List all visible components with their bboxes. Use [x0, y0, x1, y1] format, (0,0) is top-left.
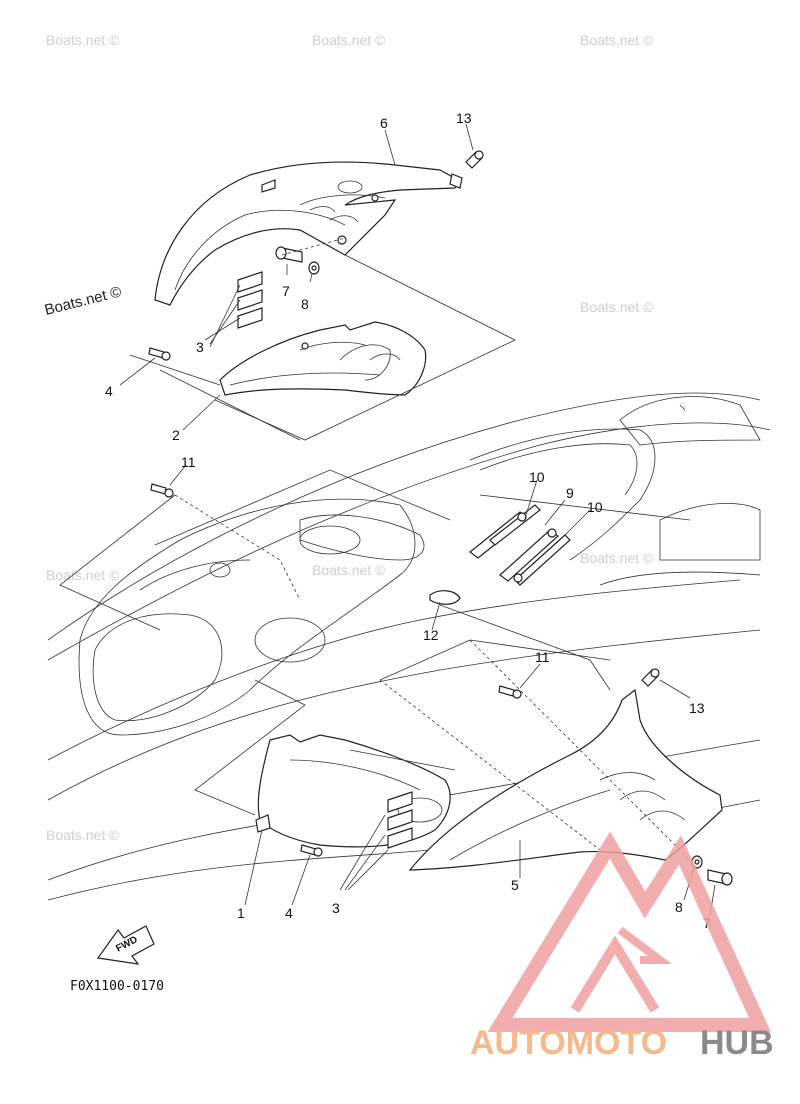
diagram-code: F0X1100-0170	[70, 979, 164, 994]
leader-lines	[59, 123, 716, 916]
callout-8-lower: 8	[675, 899, 683, 915]
callout-labels: 6 13 7 8 3 4 2 11 10 9 10 12 11 13 5 8 7…	[105, 110, 711, 931]
watermark: Boats.net ©	[580, 32, 654, 48]
part-4-rivet-lower	[300, 844, 323, 857]
part-3-decals-lower	[387, 791, 413, 849]
callout-2: 2	[172, 427, 180, 443]
seat-bracket-9b	[499, 529, 559, 582]
watermark: Boats.net ©	[580, 299, 654, 315]
seat-stopper-10b	[514, 534, 571, 586]
part-7-8-lower	[691, 855, 733, 886]
part-11-clip-lower	[498, 685, 522, 699]
seat-stopper-10a	[489, 504, 541, 546]
callout-3-lower: 3	[332, 900, 340, 916]
seat-hook-12	[429, 590, 461, 605]
callout-12: 12	[423, 627, 439, 643]
part-7-8-upper	[275, 246, 320, 275]
callout-7-upper: 7	[282, 283, 290, 299]
callout-10-lower: 10	[587, 499, 603, 515]
watermark: Boats.net ©	[46, 567, 120, 583]
brand-text-hub: HUB	[700, 1024, 774, 1062]
rear-deck	[78, 428, 656, 736]
callout-1: 1	[237, 905, 245, 921]
callout-6: 6	[380, 115, 388, 131]
callout-11-upper: 11	[181, 454, 196, 470]
part-2-panel	[219, 321, 427, 396]
watermark: Boats.net ©	[580, 550, 654, 566]
callout-5: 5	[511, 877, 519, 893]
part-13-bolt-lower	[641, 668, 660, 687]
callout-9: 9	[566, 485, 574, 501]
automotohub-logo	[487, 831, 771, 1032]
part-5-cover	[408, 688, 723, 871]
callout-4-upper: 4	[105, 383, 113, 399]
seat-hardware	[429, 504, 571, 605]
callout-3-upper: 3	[196, 339, 204, 355]
part-13-bolt-upper	[465, 150, 484, 169]
callout-4-lower: 4	[285, 905, 293, 921]
callout-13-lower: 13	[689, 700, 705, 716]
callout-13-upper: 13	[456, 110, 472, 126]
part-6-cover	[154, 161, 463, 306]
watermark: Boats.net ©	[312, 562, 386, 578]
watermark: Boats.net ©	[312, 32, 386, 48]
watermark: Boats.net ©	[43, 283, 123, 319]
part-1-cover	[255, 734, 451, 848]
part-4-rivet-upper	[148, 347, 171, 361]
brand-text-automoto: AUTOMOTO	[470, 1024, 667, 1062]
watermark: Boats.net ©	[46, 32, 120, 48]
callout-11-lower: 11	[535, 649, 550, 665]
part-11-clip-upper	[150, 483, 174, 498]
fwd-arrow: FWD	[96, 925, 155, 965]
part-3-decals-upper	[237, 271, 263, 329]
callout-10-upper: 10	[529, 469, 545, 485]
watermark: Boats.net ©	[46, 827, 120, 843]
callout-8-upper: 8	[301, 296, 309, 312]
